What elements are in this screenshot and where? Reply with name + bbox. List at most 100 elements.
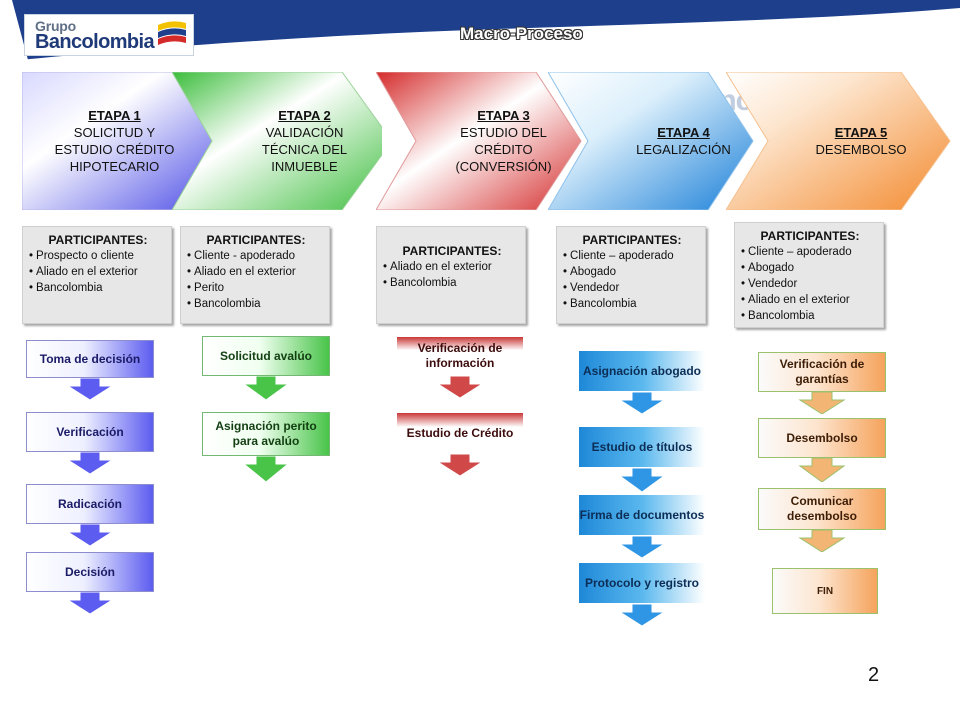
step-label: Decisión: [26, 552, 154, 592]
stage-number: ETAPA 2: [278, 108, 331, 123]
participant-item: Bancolombia: [563, 296, 701, 312]
participant-item: Vendedor: [563, 280, 701, 296]
stage-5-chevron: ETAPA 5 DESEMBOLSO: [726, 72, 951, 210]
step-label: Solicitud avalúo: [202, 336, 330, 376]
step-label: Toma de decisión: [26, 340, 154, 378]
stage-number: ETAPA 3: [477, 108, 530, 123]
down-arrow-icon: [242, 456, 290, 482]
stage-3-chevron: ETAPA 3 ESTUDIO DEL CRÉDITO (CONVERSIÓN): [376, 72, 586, 210]
stage-number: ETAPA 1: [88, 108, 141, 123]
step-label: Comunicar desembolso: [758, 488, 886, 530]
page-title: Macro-Proceso: [460, 24, 583, 43]
participant-item: Prospecto o cliente: [29, 248, 167, 264]
stage-number: ETAPA 4: [657, 125, 710, 140]
process-step-estudio-titulos: Estudio de títulos: [578, 426, 706, 492]
participants-card-stage-5: PARTICIPANTES: Cliente – apoderado Aboga…: [734, 222, 884, 328]
step-label: Asignación perito para avalúo: [202, 412, 330, 456]
step-label: Verificación de garantías: [758, 352, 886, 392]
process-step-protocolo-registro: Protocolo y registro: [578, 562, 706, 626]
participant-item: Aliado en el exterior: [187, 264, 325, 280]
logo-flag-icon: [158, 21, 186, 45]
participants-card-stage-2: PARTICIPANTES: Cliente - apoderado Aliad…: [180, 226, 330, 324]
stage-title-line: ESTUDIO CRÉDITO: [54, 142, 175, 157]
participant-item: Aliado en el exterior: [741, 292, 879, 308]
down-arrow-icon: [436, 454, 484, 476]
process-step-solicitud-avaluo: Solicitud avalúo: [202, 336, 330, 400]
participant-item: Perito: [187, 280, 325, 296]
process-step-verificacion: Verificación: [26, 412, 154, 474]
process-step-verificacion-garantias: Verificación de garantías: [758, 352, 886, 414]
participant-item: Bancolombia: [29, 280, 167, 296]
stage-title-line: INMUEBLE: [271, 159, 338, 174]
participant-item: Bancolombia: [187, 296, 325, 312]
process-step-comunicar-desembolso: Comunicar desembolso: [758, 488, 886, 552]
participant-item: Aliado en el exterior: [383, 259, 521, 275]
stage-2-chevron: ETAPA 2 VALIDACIÓN TÉCNICA DEL INMUEBLE: [172, 72, 382, 210]
participants-card-stage-1: PARTICIPANTES: Prospecto o cliente Aliad…: [22, 226, 172, 324]
down-arrow-icon: [242, 376, 290, 400]
process-step-toma-decision: Toma de decisión: [26, 340, 154, 400]
participants-card-stage-3: PARTICIPANTES: Aliado en el exterior Ban…: [376, 226, 526, 324]
stage-title-line: SOLICITUD Y: [73, 125, 156, 140]
bancolombia-logo: Grupo Bancolombia: [24, 14, 194, 56]
logo-line1: Grupo: [35, 18, 76, 34]
participant-item: Bancolombia: [383, 275, 521, 291]
participants-heading: PARTICIPANTES:: [760, 229, 860, 243]
participants-card-stage-4: PARTICIPANTES: Cliente – apoderado Aboga…: [556, 226, 706, 324]
down-arrow-icon: [618, 604, 666, 626]
down-arrow-icon: [618, 392, 666, 414]
stage-title-line: CRÉDITO: [474, 142, 533, 157]
logo-line2: Bancolombia: [35, 31, 155, 53]
stage-title-line: LEGALIZACIÓN: [636, 142, 731, 157]
step-label: Desembolso: [758, 418, 886, 458]
down-arrow-icon: [618, 468, 666, 492]
stage-title-line: VALIDACIÓN: [265, 125, 344, 140]
step-label: Firma de documentos: [578, 494, 706, 536]
down-arrow-icon: [798, 392, 846, 414]
stage-1-chevron: ETAPA 1 SOLICITUD Y ESTUDIO CRÉDITO HIPO…: [22, 72, 232, 210]
page-number: 2: [868, 664, 880, 686]
process-step-asignacion-perito: Asignación perito para avalúo: [202, 412, 330, 482]
step-label: Radicación: [26, 484, 154, 524]
participant-item: Bancolombia: [741, 308, 879, 324]
process-step-estudio-credito: Estudio de Crédito: [396, 412, 524, 476]
step-label: FIN: [772, 568, 878, 614]
process-step-desembolso: Desembolso: [758, 418, 886, 482]
participants-heading: PARTICIPANTES:: [582, 233, 682, 247]
step-label: Estudio de Crédito: [396, 412, 524, 454]
process-step-fin: FIN: [772, 568, 878, 614]
process-step-firma-documentos: Firma de documentos: [578, 494, 706, 558]
stage-title-line: TÉCNICA DEL: [261, 142, 348, 157]
participant-item: Vendedor: [741, 276, 879, 292]
participants-heading: PARTICIPANTES:: [402, 244, 502, 258]
participant-item: Cliente - apoderado: [187, 248, 325, 264]
down-arrow-icon: [66, 378, 114, 400]
participant-item: Cliente – apoderado: [741, 244, 879, 260]
participant-item: Abogado: [741, 260, 879, 276]
process-step-radicacion: Radicación: [26, 484, 154, 546]
stage-title-line: DESEMBOLSO: [815, 142, 907, 157]
down-arrow-icon: [618, 536, 666, 558]
stage-title-line: HIPOTECARIO: [69, 159, 160, 174]
step-label: Asignación abogado: [578, 350, 706, 392]
participant-item: Abogado: [563, 264, 701, 280]
participant-item: Aliado en el exterior: [29, 264, 167, 280]
process-step-verificacion-informacion: Verificación de información: [396, 336, 524, 398]
participant-item: Cliente – apoderado: [563, 248, 701, 264]
down-arrow-icon: [66, 524, 114, 546]
down-arrow-icon: [436, 376, 484, 398]
down-arrow-icon: [66, 452, 114, 474]
stage-title-line: ESTUDIO DEL: [460, 125, 547, 140]
stage-4-chevron: ETAPA 4 LEGALIZACIÓN: [548, 72, 758, 210]
stage-title-line: (CONVERSIÓN): [455, 159, 552, 174]
process-step-asignacion-abogado: Asignación abogado: [578, 350, 706, 414]
stage-number: ETAPA 5: [834, 125, 888, 140]
down-arrow-icon: [66, 592, 114, 614]
step-label: Estudio de títulos: [578, 426, 706, 468]
participants-heading: PARTICIPANTES:: [48, 233, 148, 247]
participants-heading: PARTICIPANTES:: [206, 233, 306, 247]
step-label: Protocolo y registro: [578, 562, 706, 604]
down-arrow-icon: [798, 458, 846, 482]
step-label: Verificación de información: [396, 336, 524, 376]
down-arrow-icon: [798, 530, 846, 552]
